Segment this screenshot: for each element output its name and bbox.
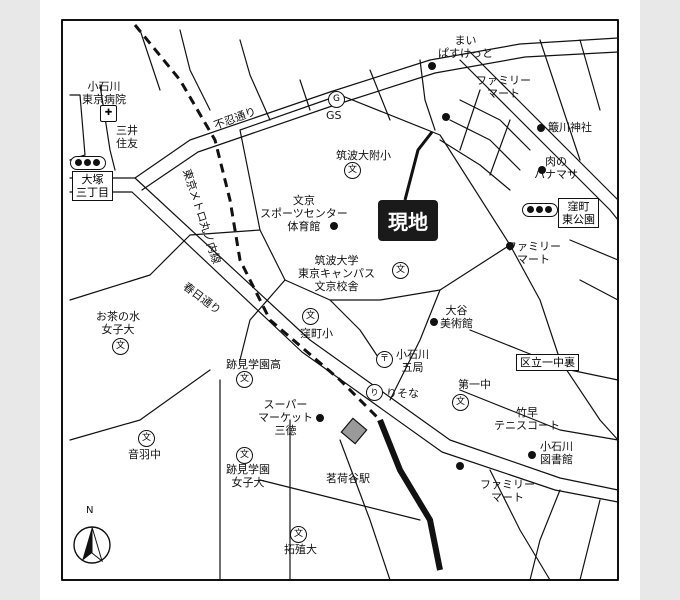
north-street-2: [369, 69, 391, 121]
label-mitsui-sumitomo: 三井住友: [116, 124, 138, 150]
w-road-1: [69, 274, 151, 301]
s-road-2: [259, 479, 421, 521]
label-otowa-chu: 音羽中: [128, 448, 161, 461]
poi-dot: [506, 242, 514, 250]
poi-dot: [456, 462, 464, 470]
traffic-light-icon: [522, 203, 558, 217]
label-gs: GS: [326, 109, 342, 122]
school-icon: 文: [112, 338, 129, 355]
poi-dot: [428, 62, 436, 70]
inner-road-1: [149, 229, 261, 276]
s-road-3: [339, 439, 391, 581]
s-road-6: [579, 499, 601, 581]
inner-road-4: [389, 289, 441, 401]
poi-dot: [537, 124, 545, 132]
label-ochanomizu: お茶の水女子大: [96, 310, 140, 336]
site-badge: 現地: [378, 200, 438, 241]
label-bunkyo-sports: 文京スポーツセンター体育館: [260, 194, 348, 233]
label-familymart-2: ファミリーマート: [506, 240, 561, 266]
label-mai-pasuketto: まいぱすけっと: [438, 34, 493, 60]
label-supermarket: スーパーマーケット三徳: [258, 398, 313, 437]
grid-street-1: [459, 99, 531, 151]
label-hikawa-shrine: 簸川神社: [548, 121, 592, 134]
poi-dot: [330, 222, 338, 230]
s-road-4: [489, 469, 551, 581]
grid-street-5: [489, 119, 511, 176]
school-icon: 文: [236, 371, 253, 388]
north-street-6: [139, 29, 161, 91]
e-street-2: [579, 279, 619, 301]
inner-road-3: [329, 299, 381, 361]
poi-dot: [528, 451, 536, 459]
site-pointer: [403, 131, 434, 201]
label-kubomachi-sho: 窪町小: [300, 327, 333, 340]
east-road-2: [469, 51, 619, 201]
poi-dot: [316, 414, 324, 422]
label-oya-museum: 大谷美術館: [440, 304, 473, 330]
label-atomi-women: 跡見学園女子大: [226, 463, 270, 489]
s-road-5: [529, 489, 561, 581]
poi-dot: [538, 166, 546, 174]
label-koishikawa-hospital: 小石川東京病院: [82, 80, 126, 106]
north-label: N: [86, 505, 94, 516]
school-icon: 文: [452, 394, 469, 411]
label-atomi-high: 跡見学園高: [226, 358, 281, 371]
street-map: [61, 19, 619, 581]
school-icon: 文: [138, 430, 155, 447]
ne-street-1: [539, 39, 581, 161]
school-icon: 文: [344, 162, 361, 179]
intersection-kubomachi-higashi: 窪町東公園: [558, 198, 599, 228]
intersection-kuritsu-ichichu-ura: 区立一中裏: [516, 354, 579, 371]
grid-street-4: [459, 89, 481, 151]
map-sheet: 大塚三丁目 窪町東公園 区立一中裏 現地 G ✚ 文 文 文 文 〒 文 文 文…: [40, 0, 640, 600]
north-street-5: [179, 29, 211, 111]
east-road-1: [459, 59, 619, 221]
school-icon: 文: [290, 526, 307, 543]
metro-line: [133, 24, 382, 422]
sw-road-1: [69, 369, 211, 441]
label-koishikawa-library: 小石川図書館: [540, 440, 573, 466]
campus-block: [239, 94, 511, 301]
label-takushoku: 拓殖大: [284, 543, 317, 556]
north-street-3: [299, 79, 311, 111]
label-tsukuba-campus: 筑波大学東京キャンパス文京校舎: [298, 254, 375, 293]
school-icon: 文: [236, 447, 253, 464]
kasuga-dori-edge-2: [69, 191, 619, 503]
label-familymart-3: ファミリーマート: [480, 478, 535, 504]
intersection-otsuka-3chome: 大塚三丁目: [72, 171, 113, 201]
shinobazu-dori-edge-2: [141, 51, 619, 191]
north-street-1: [419, 59, 436, 131]
grid-street-3: [439, 139, 511, 191]
label-tsukuba-fuzoku: 筑波大附小: [336, 149, 391, 162]
traffic-light-icon: [70, 156, 106, 170]
label-takehaya-tennis: 竹早テニスコート: [494, 406, 560, 432]
label-niku-no-hanamasa: 肉のハナマサ: [534, 155, 578, 181]
label-familymart-1: ファミリーマート: [476, 74, 531, 100]
poi-dot: [442, 113, 450, 121]
rail-line: [377, 418, 443, 571]
resona-bank-icon: り: [366, 384, 383, 401]
school-icon: 文: [392, 262, 409, 279]
north-arrow: [73, 526, 111, 564]
label-koishikawa-5: 小石川五局: [396, 348, 429, 374]
hospital-icon: ✚: [100, 105, 117, 122]
label-myogadani-station: 茗荷谷駅: [326, 472, 370, 485]
school-icon: 文: [302, 308, 319, 325]
label-resona: りそな: [386, 387, 419, 400]
ne-street-2: [579, 39, 601, 111]
post-office-icon: 〒: [376, 351, 393, 368]
inner-road-7: [459, 389, 619, 441]
shinobazu-dori-edge-1: [134, 37, 619, 179]
gas-station-icon: G: [328, 91, 345, 108]
e-street-1: [569, 239, 619, 261]
label-daiichi-chu: 第一中: [458, 378, 491, 391]
north-street-4: [239, 39, 271, 121]
station-marker: [340, 417, 368, 445]
inner-road-2: [239, 279, 286, 361]
grid-street-2: [449, 119, 521, 171]
poi-dot: [430, 318, 438, 326]
